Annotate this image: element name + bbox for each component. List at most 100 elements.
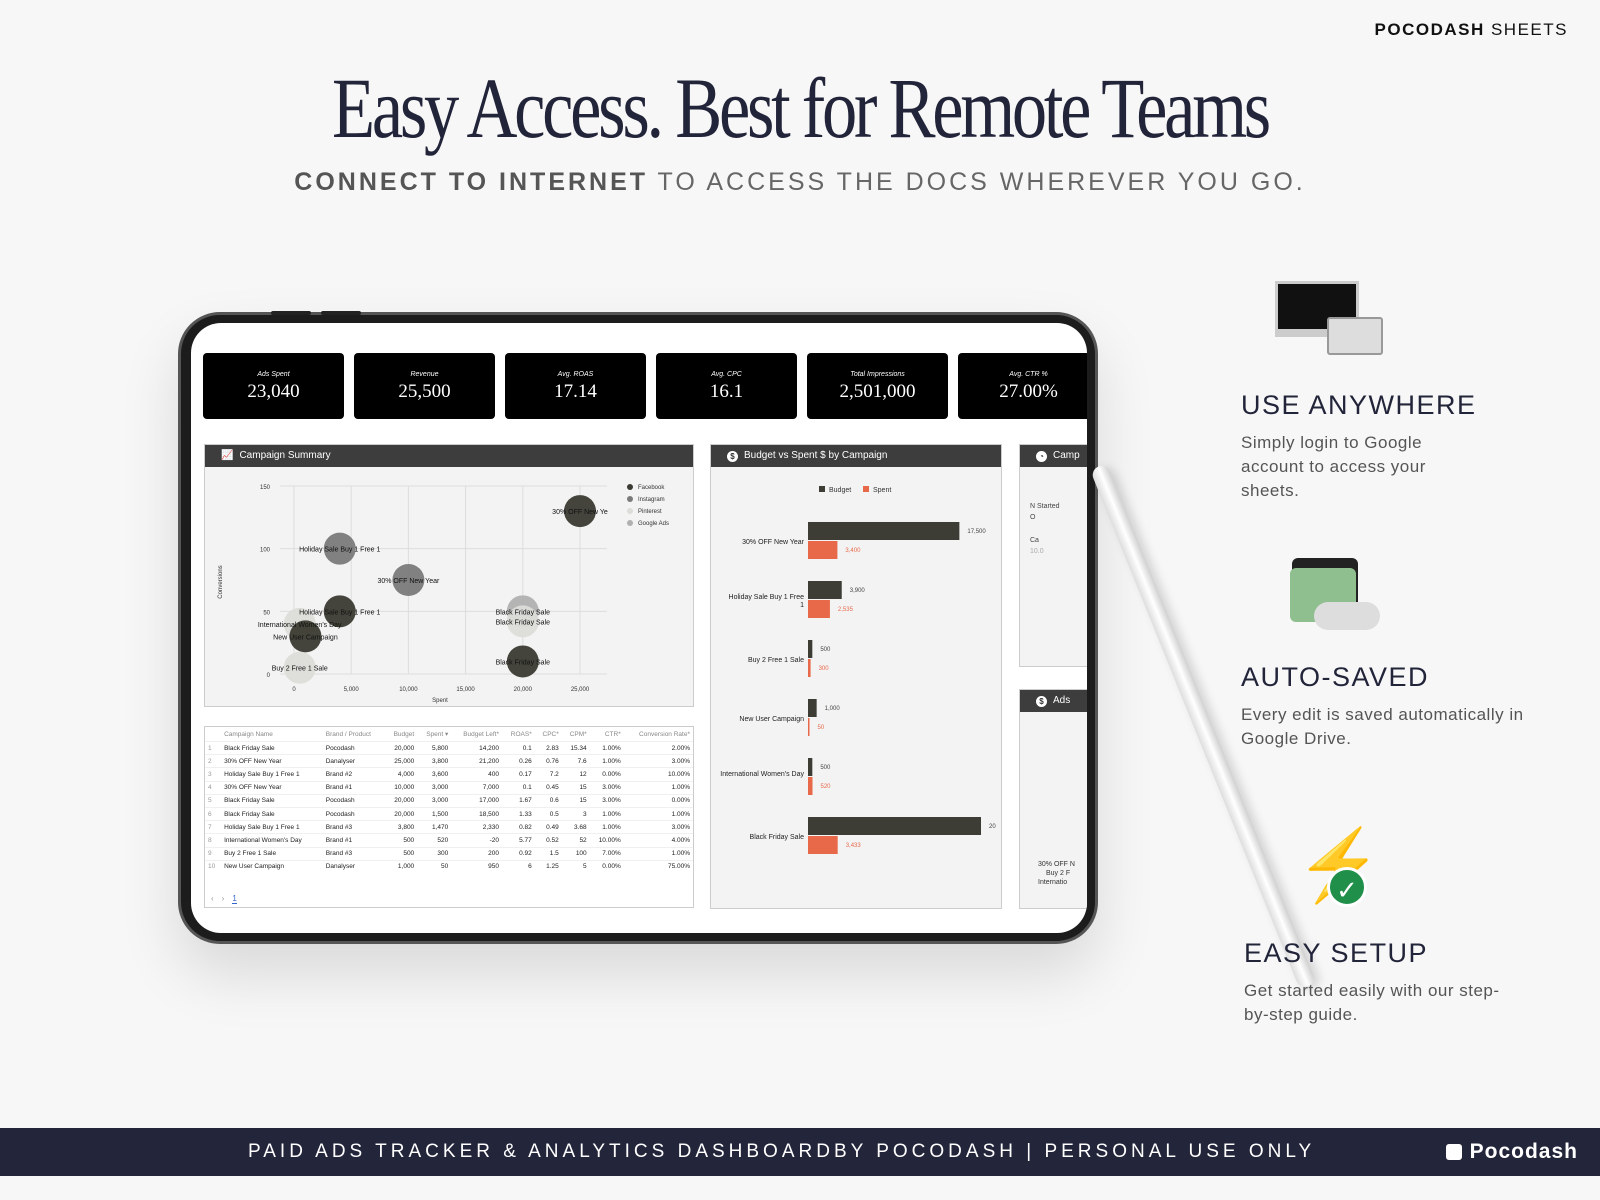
table-cell: 8 [205, 833, 222, 847]
table-cell: 0.1 [502, 780, 535, 795]
bar-spent [808, 718, 810, 736]
chart-icon: 📈 [221, 450, 234, 461]
column-header[interactable]: CPC* [542, 730, 559, 738]
table-cell: 4,000 [384, 767, 418, 782]
next-page-button[interactable]: › [221, 894, 225, 903]
brand-rest: SHEETS [1484, 20, 1568, 39]
table-cell: Buy 2 Free 1 Sale [221, 846, 323, 861]
table-cell: 3,000 [417, 780, 452, 795]
column-header[interactable]: Brand / Product [325, 730, 371, 738]
table-cell: 0.76 [534, 754, 562, 768]
table-cell: Holiday Sale Buy 1 Free 1 [221, 820, 323, 834]
legend-marker [627, 508, 633, 514]
column-header[interactable] [205, 727, 221, 742]
prev-page-button[interactable]: ‹ [211, 894, 214, 903]
table-cell: Pocodash [322, 740, 385, 755]
table-cell: 3.00% [623, 820, 693, 834]
bubble-label: International Women's Day [258, 622, 342, 629]
table-cell: 10 [205, 859, 222, 873]
table-cell: 5.77 [502, 833, 535, 847]
kpi-label: Avg. CPC [711, 371, 742, 378]
category-label: New User Campaign [739, 716, 804, 723]
feature-title: AUTO-SAVED [1241, 662, 1430, 692]
table-cell: 1.25 [534, 859, 562, 873]
kpi-label: Avg. ROAS [557, 371, 594, 378]
table-cell: Holiday Sale Buy 1 Free 1 [221, 767, 323, 782]
table-cell: 1.00% [589, 740, 624, 755]
legend-item: Buy 2 F [1046, 870, 1071, 877]
table-cell: 9 [205, 846, 222, 861]
bar-budget [808, 581, 842, 599]
table-cell: 1.00% [589, 754, 624, 768]
table-cell: 300 [417, 846, 452, 861]
desktop-devices-icon [1275, 281, 1383, 355]
footer-bar: PAID ADS TRACKER & ANALYTICS DASHBOARDBY… [0, 1128, 1600, 1176]
bubble-label: 30% OFF New Year [377, 578, 440, 585]
table-cell: 15 [561, 793, 590, 808]
column-header[interactable]: Budget [393, 730, 415, 738]
column-header[interactable]: Budget Left* [463, 730, 499, 738]
table-cell: Brand #3 [322, 846, 385, 861]
kpi-card: Avg. CTR %27.00% [958, 353, 1087, 419]
table-cell: 2.00% [623, 740, 693, 755]
table-cell: 1.00% [623, 806, 693, 821]
column-header[interactable]: Spent ▾ [426, 731, 449, 738]
table-cell: 15 [561, 780, 590, 795]
footer-logo-text: Pocodash [1469, 1140, 1578, 1163]
table-cell: 1.00% [623, 780, 693, 795]
table-cell: 950 [451, 859, 502, 873]
x-axis-label: Spent [432, 698, 448, 704]
campaign-table: Campaign Name Brand / Product Budget Spent … [205, 727, 693, 873]
bubble [283, 651, 316, 684]
column-header[interactable]: ROAS* [510, 730, 532, 738]
legend-marker [863, 486, 869, 492]
table-cell: 0.6 [534, 793, 562, 808]
table-cell: 5 [205, 793, 222, 808]
x-tick-label: 25,000 [571, 687, 590, 693]
column-header[interactable]: CTR* [604, 730, 621, 738]
table-cell: 7.2 [534, 767, 562, 782]
table-cell: 10.00% [589, 833, 624, 847]
brand-label: POCODASH SHEETS [1375, 20, 1568, 40]
bubble-label: Holiday Sale Buy 1 Free 1 [299, 609, 380, 616]
table-cell: 6 [205, 806, 222, 821]
column-header[interactable]: Conversion Rate* [639, 730, 690, 738]
column-header[interactable]: CPM* [569, 730, 587, 738]
table-cell: 500 [384, 846, 418, 861]
table-cell: New User Campaign [221, 859, 323, 873]
page-number[interactable]: 1 [232, 894, 237, 904]
column-header[interactable]: Campaign Name [224, 730, 273, 738]
category-label: International Women's Day [720, 771, 804, 778]
panel-header: ◔Camp [1020, 445, 1087, 467]
table-cell: 500 [384, 833, 418, 847]
search-chart-icon: ◔ [1036, 450, 1047, 462]
dollar-icon: $ [1036, 695, 1047, 707]
legend-marker [627, 496, 633, 502]
table-cell: Danalyser [322, 754, 385, 768]
kpi-value: 17.14 [554, 381, 597, 402]
legend-label: Budget [829, 487, 851, 494]
feature-title: EASY SETUP [1244, 938, 1429, 968]
bar-spent [808, 541, 838, 559]
table-cell: 4 [205, 780, 222, 795]
headline: Easy Access. Best for Remote Teams [332, 60, 1271, 156]
kpi-card: Avg. ROAS 17.14 [505, 353, 646, 419]
table-cell: 2 [205, 754, 222, 768]
table-cell: -20 [451, 833, 502, 847]
